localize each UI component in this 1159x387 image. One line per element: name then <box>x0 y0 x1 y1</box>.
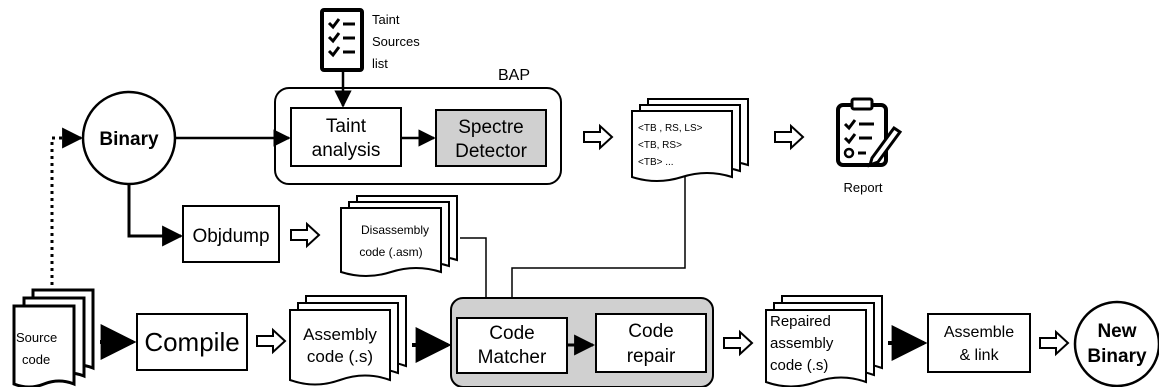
assemble-link-line1: Assemble <box>944 324 1014 341</box>
results-doc-stack <box>631 98 749 182</box>
spectre-detector-box <box>435 109 547 167</box>
disassembly-line2: code (.asm) <box>359 245 422 259</box>
taint-sources-label: Taint Sources list <box>372 12 420 71</box>
objdump-box <box>182 205 280 263</box>
compile-label: Compile <box>144 327 239 357</box>
repaired-doc-stack <box>765 295 883 387</box>
bap-label: BAP <box>498 67 530 84</box>
arrow-disassembly-to-matcher <box>460 237 492 318</box>
code-matcher-line1: Code <box>489 323 534 344</box>
arrow-binary-to-objdump <box>127 184 184 247</box>
source-code-line1: Source <box>16 330 57 345</box>
repaired-line2: assembly <box>770 335 834 352</box>
objdump-label: Objdump <box>192 226 269 247</box>
report-label: Report <box>843 180 882 195</box>
assembly-line1: Assembly <box>303 325 377 344</box>
code-repair-line2: repair <box>627 346 676 367</box>
hollow-arrow-compile-to-assembly <box>256 327 287 355</box>
hollow-arrow-to-new-binary <box>1039 329 1070 357</box>
taint-analysis-box <box>290 107 402 167</box>
hollow-arrow-repair-to-repaired <box>723 329 754 357</box>
spectre-detector-line2: Detector <box>455 141 527 162</box>
hollow-arrow-to-results <box>583 123 614 151</box>
repaired-line1: Repaired <box>770 313 831 330</box>
assembly-line2: code (.s) <box>307 347 373 366</box>
spectre-detector-line1: Spectre <box>458 117 523 138</box>
code-repair-line1: Code <box>628 321 673 342</box>
taint-analysis-line2: analysis <box>312 140 381 161</box>
arrow-results-to-matcher <box>506 176 686 318</box>
code-repair-box <box>595 313 707 373</box>
taint-sources-line2: Sources <box>372 34 420 49</box>
source-code-stack <box>12 288 95 387</box>
taint-sources-line1: Taint <box>372 12 400 27</box>
repaired-line3: code (.s) <box>770 357 828 374</box>
new-binary-node <box>1073 300 1159 387</box>
report-icon <box>836 97 903 168</box>
assemble-link-line2: & link <box>959 347 999 364</box>
checklist-icon <box>320 8 364 72</box>
assembly-doc-stack <box>289 295 407 386</box>
hollow-arrow-to-report <box>774 123 805 151</box>
dotted-arrow-source-to-binary <box>50 127 84 292</box>
disassembly-line1: Disassembly <box>361 223 429 237</box>
results-line3: <TB> ... <box>638 157 674 168</box>
source-code-line2: code <box>22 352 50 367</box>
new-binary-line2: Binary <box>1087 346 1147 367</box>
code-matcher-line2: Matcher <box>478 347 547 368</box>
binary-label: Binary <box>99 129 159 150</box>
assemble-link-box <box>927 313 1031 373</box>
hollow-arrow-objdump-to-disassembly <box>290 221 321 249</box>
new-binary-line1: New <box>1097 321 1136 342</box>
results-line2: <TB, RS> <box>638 140 682 151</box>
taint-analysis-line1: Taint <box>326 116 367 137</box>
results-line1: <TB , RS, LS> <box>638 123 703 134</box>
taint-sources-line3: list <box>372 56 388 71</box>
disassembly-doc-stack <box>340 195 458 277</box>
compile-box <box>136 313 248 371</box>
